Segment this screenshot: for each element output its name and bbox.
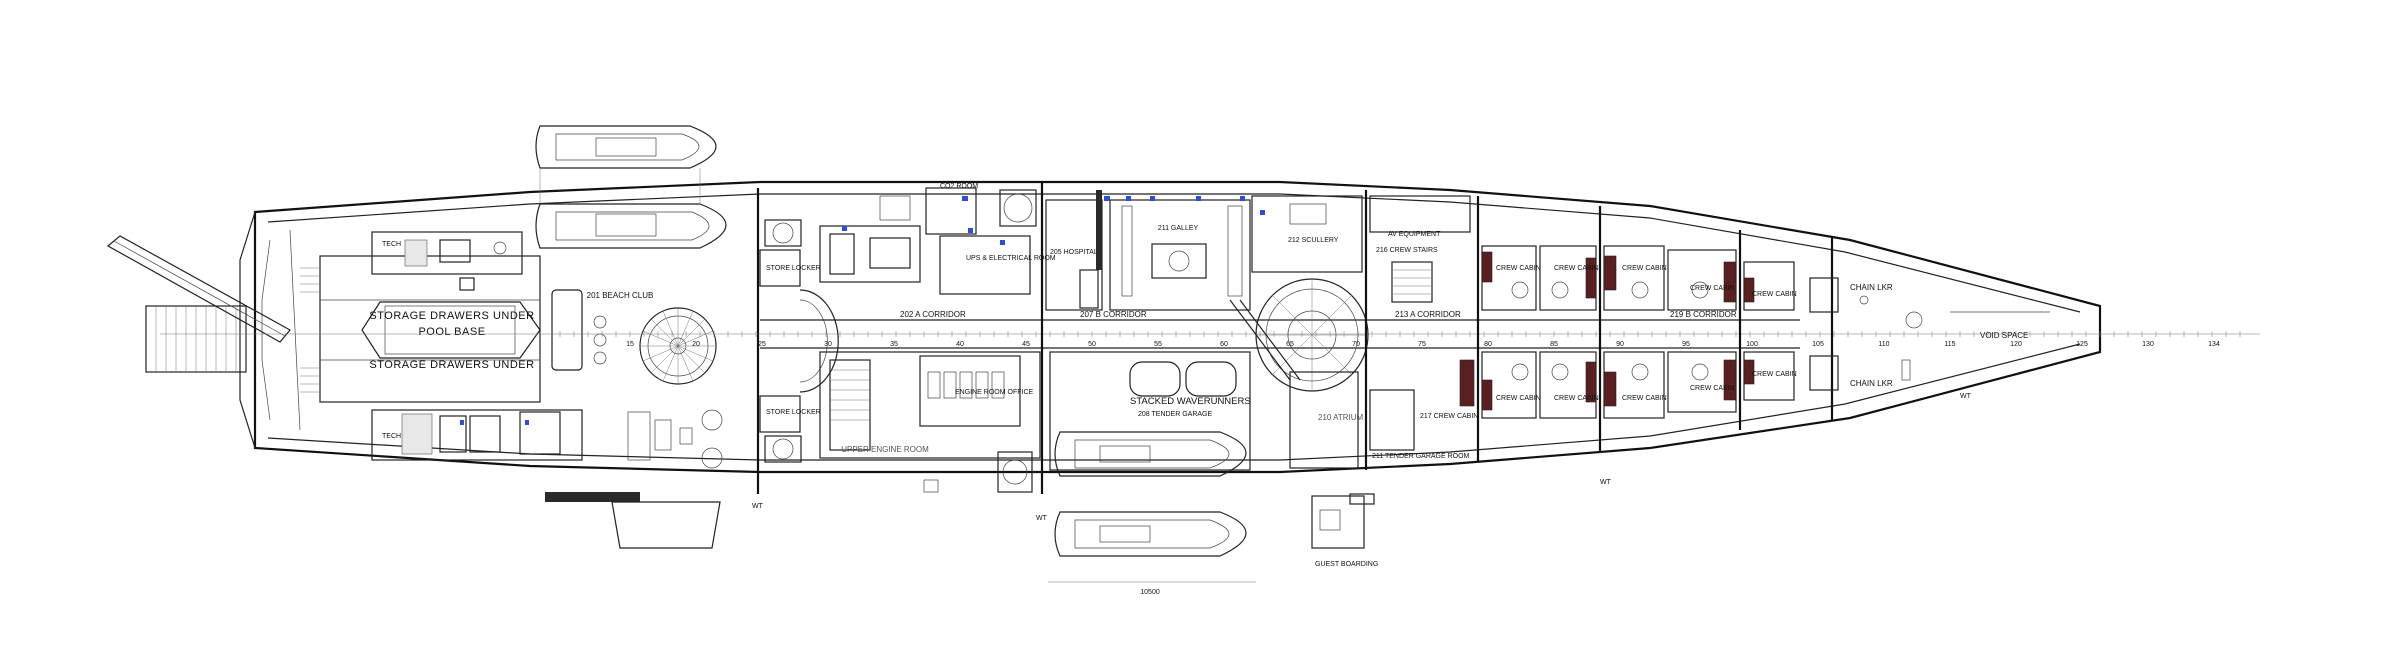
frame-number-60: 60 [1220,341,1228,348]
hospital-galley: 205 HOSPITAL 211 GALLEY [1040,182,1265,494]
wt-label-1: WT [1036,515,1048,522]
beach-club: 201 BEACH CLUB [545,289,723,502]
frame-number-110: 110 [1878,341,1889,348]
crew-cabin-label-9: CREW CABIN [1690,385,1735,392]
frame-number-95: 95 [1682,341,1690,348]
void-space-label: VOID SPACE [1980,331,2028,340]
corridor-b-fwd-label: 219 B CORRIDOR [1670,310,1737,319]
crew-stairs-area: AV EQUIPMENT 216 CREW STAIRS 211 TENDER … [1364,190,1478,470]
frame-number-120: 120 [2010,341,2022,348]
scullery-label: 212 SCULLERY [1288,237,1339,244]
store-locker-upper-label: STORE LOCKER [766,265,821,272]
crew-cabins: CREW CABIN CREW CABIN CREW CABIN CREW CA… [752,196,1797,510]
frame-number-30: 30 [824,341,832,348]
frame-number-125: 125 [2076,341,2088,348]
av-equipment-label: AV EQUIPMENT [1388,231,1441,238]
corridor-a-fwd-label: 213 A CORRIDOR [1395,310,1461,319]
frame-number-115: 115 [1944,341,1955,348]
crew-cabin-label-8: CREW CABIN [1622,395,1667,402]
wt-label-3: WT [752,503,764,510]
store-locker-lower-label: STORE LOCKER [766,409,821,416]
frame-number-105: 105 [1812,341,1824,348]
aft-pool-area: STORAGE DRAWERS UNDER POOL BASE STORAGE … [300,255,541,403]
crew-cabin-label-3: CREW CABIN [1622,265,1667,272]
storage-drawers-upper-label: STORAGE DRAWERS UNDER [369,310,534,322]
crew-stairs-label: 216 CREW STAIRS [1376,247,1438,254]
frame-number-100: 100 [1746,341,1758,348]
corridor-a-aft-label: 202 A CORRIDOR [900,310,966,319]
frame-number-130: 130 [2142,341,2154,348]
engine-room-office: ENGINE ROOM OFFICE UPPER ENGINE ROOM [819,351,1041,493]
deck-tenders [535,125,727,549]
pool-base-label: POOL BASE [418,326,485,338]
co2-ups-rooms: CO2 ROOM UPS & ELECTRICAL ROOM [819,183,1056,295]
ups-electrical-label: UPS & ELECTRICAL ROOM [966,255,1056,262]
crew-mess-label: 217 CREW CABIN [1420,413,1478,420]
crew-cabin-label-10: CREW CABIN [1752,371,1797,378]
frame-number-80: 80 [1484,341,1492,348]
galley-label: 211 GALLEY [1158,225,1199,232]
stacked-waverunners-label: STACKED WAVERUNNERS [1130,396,1251,407]
dimension-label: 10500 [1140,589,1160,596]
store-lockers: STORE LOCKER STORE LOCKER [756,188,839,494]
crew-cabin-label-1: CREW CABIN [1496,265,1541,272]
tender-garage: STACKED WAVERUNNERS 208 TENDER GARAGE 10… [1036,351,1256,596]
frame-number-45: 45 [1022,341,1030,348]
boarding-ladder [106,235,291,373]
atrium-label: 210 ATRIUM [1318,413,1364,422]
frame-number-40: 40 [956,341,964,348]
crew-cabin-label-6: CREW CABIN [1496,395,1541,402]
tender-garage-room-label: 211 TENDER GARAGE ROOM [1372,453,1470,460]
crew-cabin-label-7: CREW CABIN [1554,395,1599,402]
co2-room-label: CO2 ROOM [940,183,978,190]
hospital-label: 205 HOSPITAL [1050,249,1098,256]
guest-boarding-label: GUEST BOARDING [1315,561,1378,568]
frame-number-90: 90 [1616,341,1624,348]
tender-garage-label: 208 TENDER GARAGE [1138,411,1213,418]
centerline-corridor: 202 A CORRIDOR 207 B CORRIDOR 213 A CORR… [160,310,2260,349]
frame-number-25: 25 [758,341,766,348]
upper-engine-room-label: UPPER ENGINE ROOM [841,445,929,454]
frame-number-15: 15 [626,341,634,348]
frame-number-75: 75 [1418,341,1426,348]
tech-rooms: TECH TECH [371,231,583,461]
chain-lkr-lower-label: CHAIN LKR [1850,379,1893,388]
frame-number-20: 20 [692,341,700,348]
wt-label-4: WT [1960,393,1972,400]
crew-cabin-label-2: CREW CABIN [1554,265,1599,272]
tech-upper-label: TECH [382,241,401,248]
frame-number-55: 55 [1154,341,1162,348]
crew-cabin-label-4: CREW CABIN [1690,285,1735,292]
tech-lower-label: TECH [382,433,401,440]
scullery-atrium: 212 SCULLERY 210 ATRIUM [1229,195,1369,469]
frame-number-50: 50 [1088,341,1096,348]
frame-ticks [559,331,2241,337]
frame-number-85: 85 [1550,341,1558,348]
frame-number-134: 134 [2208,341,2220,348]
frame-number-70: 70 [1352,341,1360,348]
corridor-b-aft-label: 207 B CORRIDOR [1080,310,1147,319]
storage-drawers-lower-label: STORAGE DRAWERS UNDER [369,359,534,371]
bow-area: CHAIN LKR CHAIN LKR VOID SPACE WT [1809,236,2050,420]
engine-room-office-label: ENGINE ROOM OFFICE [955,389,1034,396]
chain-lkr-upper-label: CHAIN LKR [1850,283,1893,292]
guest-boarding: GUEST BOARDING [1311,493,1378,568]
wt-label-2: WT [1600,479,1612,486]
crew-cabin-label-5: CREW CABIN [1752,291,1797,298]
beach-club-label: 201 BEACH CLUB [587,291,654,300]
frame-number-35: 35 [890,341,898,348]
